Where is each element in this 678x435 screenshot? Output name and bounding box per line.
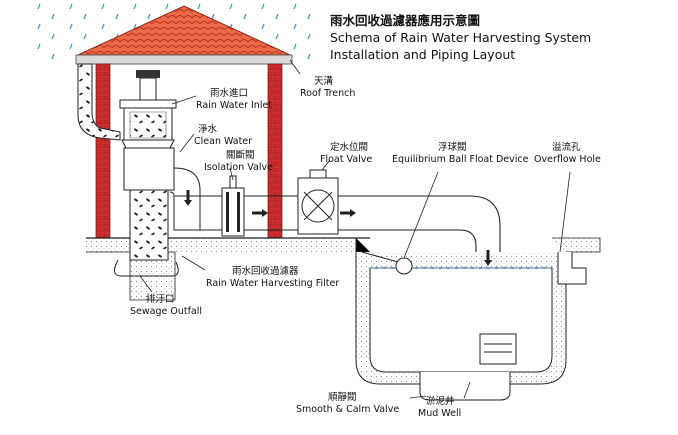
label-rain-inlet: 雨水進口 Rain Water Inlet <box>196 88 273 111</box>
rain-drop <box>197 3 201 10</box>
label-clean-water: 淨水 Clean Water <box>194 124 253 147</box>
rain-drop <box>83 33 87 40</box>
rain-drop <box>101 23 105 30</box>
float-valve <box>297 169 339 235</box>
rain-drop <box>37 3 41 10</box>
label-harvesting-filter: 雨水回收過濾器 Rain Water Harvesting Filter <box>206 266 340 289</box>
overflow-pipe <box>557 252 587 285</box>
label-isolation-valve: 關斷閥 Isolation Valve <box>204 150 273 173</box>
label-roof-trench: 天溝 Roof Trench <box>300 76 356 99</box>
tank-pipe <box>360 195 501 330</box>
flow-arrows <box>184 190 492 266</box>
roof <box>75 5 293 65</box>
label-float-valve: 定水位閥 Float Valve <box>320 142 373 165</box>
storage-tank <box>355 252 567 401</box>
rain-drop <box>133 23 137 30</box>
isolation-valve <box>221 175 245 237</box>
rain-drop <box>37 43 41 50</box>
rain-drop <box>101 3 105 10</box>
leader-lines <box>139 59 571 399</box>
rain-drop <box>51 53 55 60</box>
rain-drop <box>165 3 169 10</box>
rain-drop <box>51 33 55 40</box>
rain-drop <box>261 3 265 10</box>
rain-drop <box>147 13 151 20</box>
rain-drop <box>243 13 247 20</box>
rain-drop <box>211 13 215 20</box>
rain-drop <box>115 13 119 20</box>
label-mud-well: 淤泥井 Mud Well <box>418 396 462 419</box>
rain-drop <box>275 13 279 20</box>
rain-drop <box>69 3 73 10</box>
rain-drop <box>69 23 73 30</box>
label-ball-float: 浮球閥 Equilibrium Ball Float Device <box>392 142 529 165</box>
title-english-line2: Installation and Piping Layout <box>330 47 516 62</box>
flow-arrow <box>184 190 192 206</box>
title-chinese: 雨水回收過濾器應用示意圖 <box>330 13 481 28</box>
rain-drop <box>83 13 87 20</box>
rain-water-filter <box>114 70 179 277</box>
title-english-line1: Schema of Rain Water Harvesting System <box>330 30 592 45</box>
flow-arrow <box>340 209 356 217</box>
rain-drop <box>293 3 297 10</box>
rain-drop <box>293 23 297 30</box>
ball-float <box>361 251 413 275</box>
rain-drop <box>293 43 297 50</box>
flow-arrow <box>484 250 492 266</box>
rain-drop <box>307 13 311 20</box>
label-calm-valve: 順靜閥 Smooth & Calm Valve <box>296 392 400 415</box>
label-sewage-outfall: 排汙口 Sewage Outfall <box>130 294 203 317</box>
rain-drop <box>275 33 279 40</box>
label-overflow-hole: 溢流孔 Overflow Hole <box>534 142 601 165</box>
rain-drop <box>133 3 137 10</box>
rain-drop <box>261 23 265 30</box>
page-title: 雨水回收過濾器應用示意圖 Schema of Rain Water Harves… <box>330 12 591 63</box>
left-brick-wall <box>95 63 111 241</box>
rain-drop <box>51 13 55 20</box>
rain-drop <box>229 3 233 10</box>
rain-drop <box>37 23 41 30</box>
flow-arrow <box>252 209 268 217</box>
rain-drop <box>307 53 311 60</box>
rain-drop <box>307 33 311 40</box>
rain-drop <box>69 43 73 50</box>
roof-downpipe <box>77 63 121 141</box>
